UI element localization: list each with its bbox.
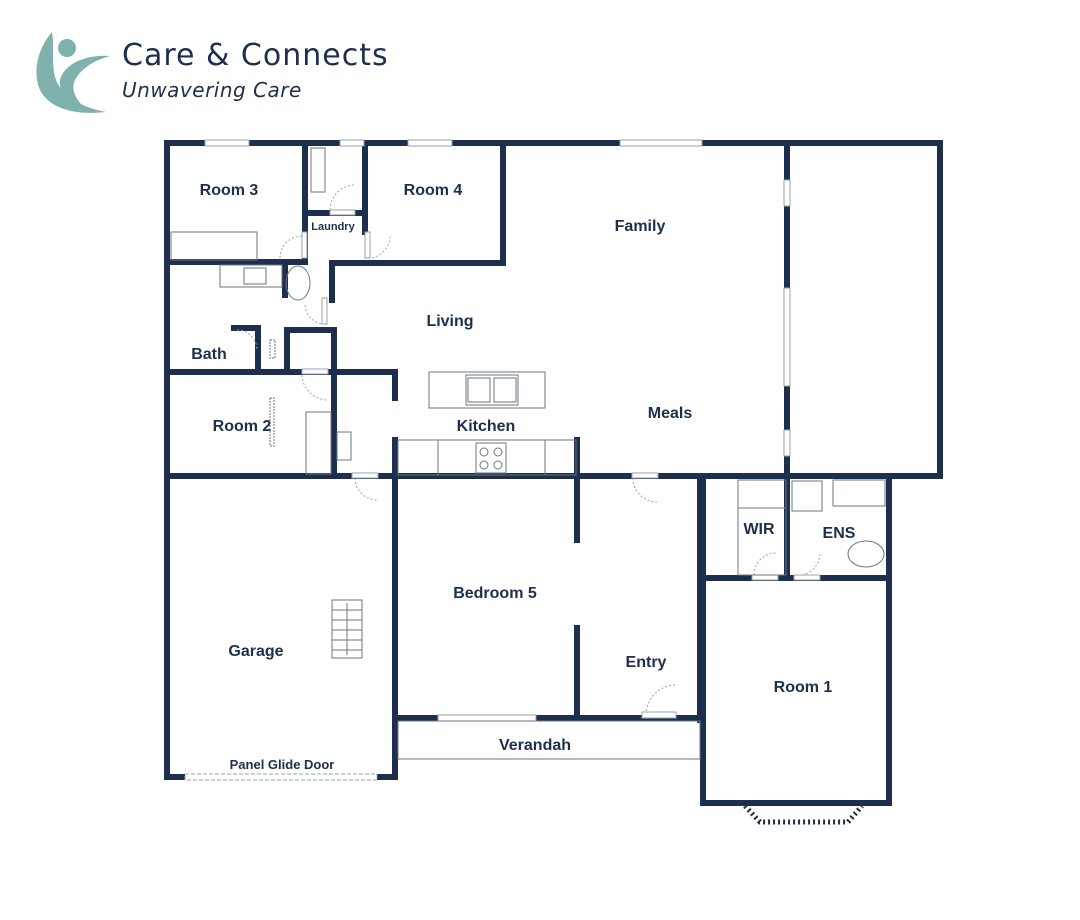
brand-tagline: Unwavering Care xyxy=(122,78,302,102)
label-panel-glide-door: Panel Glide Door xyxy=(230,757,335,772)
label-ens: ENS xyxy=(823,525,856,542)
label-family: Family xyxy=(615,218,666,235)
label-room4: Room 4 xyxy=(404,182,463,199)
fixtures xyxy=(170,147,886,760)
label-garage: Garage xyxy=(228,643,283,660)
windows xyxy=(184,139,791,781)
label-kitchen: Kitchen xyxy=(457,418,516,435)
doors xyxy=(236,184,821,716)
label-living: Living xyxy=(426,313,473,330)
walls xyxy=(164,140,943,806)
label-entry: Entry xyxy=(626,654,667,671)
label-bedroom5: Bedroom 5 xyxy=(453,585,537,602)
label-wir: WIR xyxy=(743,521,775,538)
door-leaves xyxy=(301,209,821,719)
label-room3: Room 3 xyxy=(200,182,259,199)
label-bath: Bath xyxy=(191,346,227,363)
bay-window xyxy=(743,804,864,825)
label-verandah: Verandah xyxy=(499,737,571,754)
brand-title: Care & Connects xyxy=(122,38,389,73)
label-room2: Room 2 xyxy=(213,418,272,435)
label-meals: Meals xyxy=(648,405,693,422)
label-room1: Room 1 xyxy=(774,679,833,696)
logo-icon xyxy=(36,32,110,113)
label-laundry: Laundry xyxy=(311,221,355,233)
